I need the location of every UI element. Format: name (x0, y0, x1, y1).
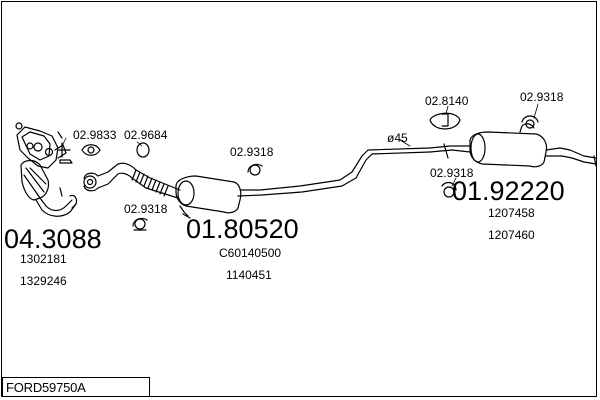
rear-silencer-part-number: 01.92220 (452, 176, 565, 206)
middle-silencer-part-number: 01.80520 (186, 214, 299, 244)
rear-silencer-part (429, 123, 597, 168)
seal-ring-icon (136, 142, 150, 158)
ring-b-label: 02.9684 (124, 128, 168, 142)
middle-clamp-icon (247, 163, 263, 176)
middle-silencer-part (175, 147, 431, 219)
rear-silencer-oe-2: 1207460 (488, 228, 535, 242)
rear-clamp-label: 02.9318 (430, 166, 474, 180)
title-box (2, 377, 150, 397)
rear-silencer-oe-1: 1207458 (488, 206, 535, 220)
catalyst-oe-1: 1302181 (20, 252, 67, 266)
rear-clamp-icon (441, 181, 457, 198)
front-clamp-icon (132, 217, 148, 231)
catalyst-part-number: 04.3088 (4, 224, 102, 254)
rear-hanger-label: 02.8140 (425, 94, 469, 108)
rear-top-clamp-label: 02.9318 (520, 90, 564, 104)
middle-silencer-oe-1: C60140500 (219, 246, 281, 260)
gasket-a-label: 02.9833 (73, 128, 117, 142)
leader-lines (61, 103, 539, 187)
drawing-title: FORD59750A (6, 380, 86, 395)
rear-top-clamp-icon (521, 115, 539, 129)
ring-gasket-icon (81, 144, 101, 156)
front-pipe-part (83, 162, 181, 199)
front-clamp-label: 02.9318 (124, 202, 168, 216)
middle-silencer-oe-2: 1140451 (226, 268, 272, 282)
catalyst-oe-2: 1329246 (20, 274, 67, 288)
rear-hanger-icon (429, 112, 461, 130)
diameter-label: ø45 (387, 131, 408, 145)
manifold-catalyst-part (15, 122, 78, 217)
middle-clamp-label: 02.9318 (230, 145, 274, 159)
